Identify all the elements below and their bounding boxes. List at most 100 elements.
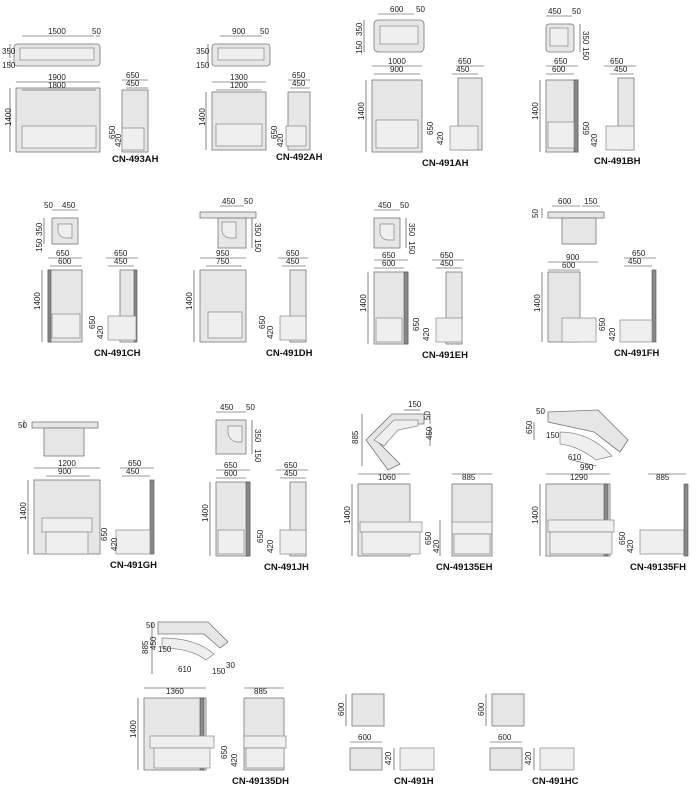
plan-view xyxy=(541,205,605,245)
product-cn-49135dh: 50 885 450 150 610 150 30 1360 885 1400 … xyxy=(129,621,289,787)
depth-label: 650 xyxy=(284,461,298,470)
inner-width-label: 1200 xyxy=(230,81,248,90)
plan-back-label: 150 xyxy=(581,47,590,61)
side-view xyxy=(619,257,657,343)
plan-view xyxy=(533,409,629,467)
back-height-label: 650 xyxy=(256,529,265,543)
plan-view xyxy=(345,693,385,727)
plan-back-label: 150 xyxy=(355,40,364,54)
width-label: 1200 xyxy=(58,459,76,468)
plan-arm-label: 50 xyxy=(416,5,425,14)
seat-height-label: 420 xyxy=(384,751,393,765)
inner-width-label: 600 xyxy=(382,259,396,268)
plan-depth-label: 350 xyxy=(253,429,262,443)
width-label: 1000 xyxy=(388,57,406,66)
product-cn-493ah: 1500 50 350 150 1900 1800 1400 650 450 6… xyxy=(2,27,159,165)
width-label: 1300 xyxy=(230,73,248,82)
plan-depth-label: 350 xyxy=(196,47,210,56)
product-code: CN-491FH xyxy=(614,348,660,359)
plan-size-label: 600 xyxy=(477,702,486,716)
inner-width-label: 900 xyxy=(58,467,72,476)
plan-back-label: 150 xyxy=(2,61,16,70)
plan-back-label-2: 150 xyxy=(212,667,226,676)
side-view xyxy=(278,257,308,343)
plan-arm-label: 50 xyxy=(260,27,269,36)
seat-height-label: 420 xyxy=(266,539,275,553)
plan-depth-label: 650 xyxy=(525,420,534,434)
back-height-label: 650 xyxy=(424,531,433,545)
seat-height-label: 420 xyxy=(524,751,533,765)
plan-back-label: 150 xyxy=(408,400,422,409)
plan-width-label: 900 xyxy=(232,27,246,36)
plan-width-label: 600 xyxy=(558,197,572,206)
front-view xyxy=(137,687,287,771)
width-label: 1900 xyxy=(48,73,66,82)
front-view xyxy=(541,261,598,343)
product-cn-491ah: 600 50 350 150 1000 900 1400 650 450 650… xyxy=(355,5,484,169)
height-label: 1400 xyxy=(357,102,366,120)
plan-back-label: 150 xyxy=(546,431,560,440)
product-code: CN-491H xyxy=(394,776,434,787)
back-height-label: 650 xyxy=(108,125,117,139)
front-view xyxy=(367,259,409,345)
plan-depth-label: 350 xyxy=(581,31,590,45)
plan-view xyxy=(199,205,257,249)
seat-height-label: 420 xyxy=(266,325,275,339)
height-label: 1400 xyxy=(185,292,194,310)
front-view xyxy=(365,65,423,153)
plan-corner-label: 30 xyxy=(226,661,235,670)
depth-label: 650 xyxy=(114,249,128,258)
height-label: 1400 xyxy=(531,506,540,524)
inner-width-label: 750 xyxy=(216,257,230,266)
plan-mid-label: 450 xyxy=(425,426,434,440)
front-view xyxy=(539,65,579,153)
seat-height-label: 420 xyxy=(96,325,105,339)
side-view xyxy=(276,469,308,557)
plan-radius-label: 610 xyxy=(568,453,582,462)
plan-view xyxy=(207,35,271,67)
seat-depth-label: 450 xyxy=(284,469,298,478)
back-height-label: 650 xyxy=(220,745,229,759)
back-height-label: 650 xyxy=(270,125,279,139)
plan-arm-label: 50 xyxy=(246,403,255,412)
seat-depth-label: 450 xyxy=(628,257,642,266)
depth-label: 650 xyxy=(292,71,306,80)
plan-arm-label: 50 xyxy=(536,407,545,416)
plan-back-label: 150 xyxy=(253,239,262,253)
plan-back-label: 150 xyxy=(196,61,210,70)
product-cn-491fh: 600 150 50 900 600 1400 650 450 650 420 … xyxy=(531,197,660,359)
side-view xyxy=(604,65,636,151)
product-code: CN-492AH xyxy=(276,152,323,163)
plan-arm-label: 50 xyxy=(423,411,432,420)
width-label: 600 xyxy=(358,733,372,742)
plan-width-label: 450 xyxy=(222,197,236,206)
plan-view xyxy=(151,621,229,674)
plan-view xyxy=(485,693,525,727)
depth-label: 650 xyxy=(126,71,140,80)
plan-depth-label: 350 xyxy=(35,222,44,236)
plan-width-label: 450 xyxy=(220,403,234,412)
plan-arm-label: 50 xyxy=(244,197,253,206)
inner-width-label: 600 xyxy=(562,261,576,270)
plan-depth-label: 350 xyxy=(253,223,262,237)
plan-size-label: 600 xyxy=(337,702,346,716)
depth-label: 650 xyxy=(632,249,646,258)
height-label: 1400 xyxy=(4,108,13,126)
plan-depth-label: 350 xyxy=(355,22,364,36)
side-width-label: 885 xyxy=(656,473,670,482)
plan-arm-label: 50 xyxy=(18,421,27,430)
side-width-label: 885 xyxy=(462,473,476,482)
plan-width-label: 1500 xyxy=(48,27,66,36)
width-label: 900 xyxy=(566,253,580,262)
front-view xyxy=(205,81,267,151)
inner-width-label: 1800 xyxy=(48,81,66,90)
plan-view xyxy=(363,13,425,53)
height-label: 1400 xyxy=(33,292,42,310)
plan-mid-label: 450 xyxy=(149,636,158,650)
plan-view xyxy=(215,411,253,455)
front-view xyxy=(539,473,689,557)
product-code: CN-491DH xyxy=(266,348,313,359)
product-code: CN-49135DH xyxy=(232,776,289,787)
product-code: CN-49135FH xyxy=(630,562,686,573)
product-code: CN-491GH xyxy=(110,560,157,571)
